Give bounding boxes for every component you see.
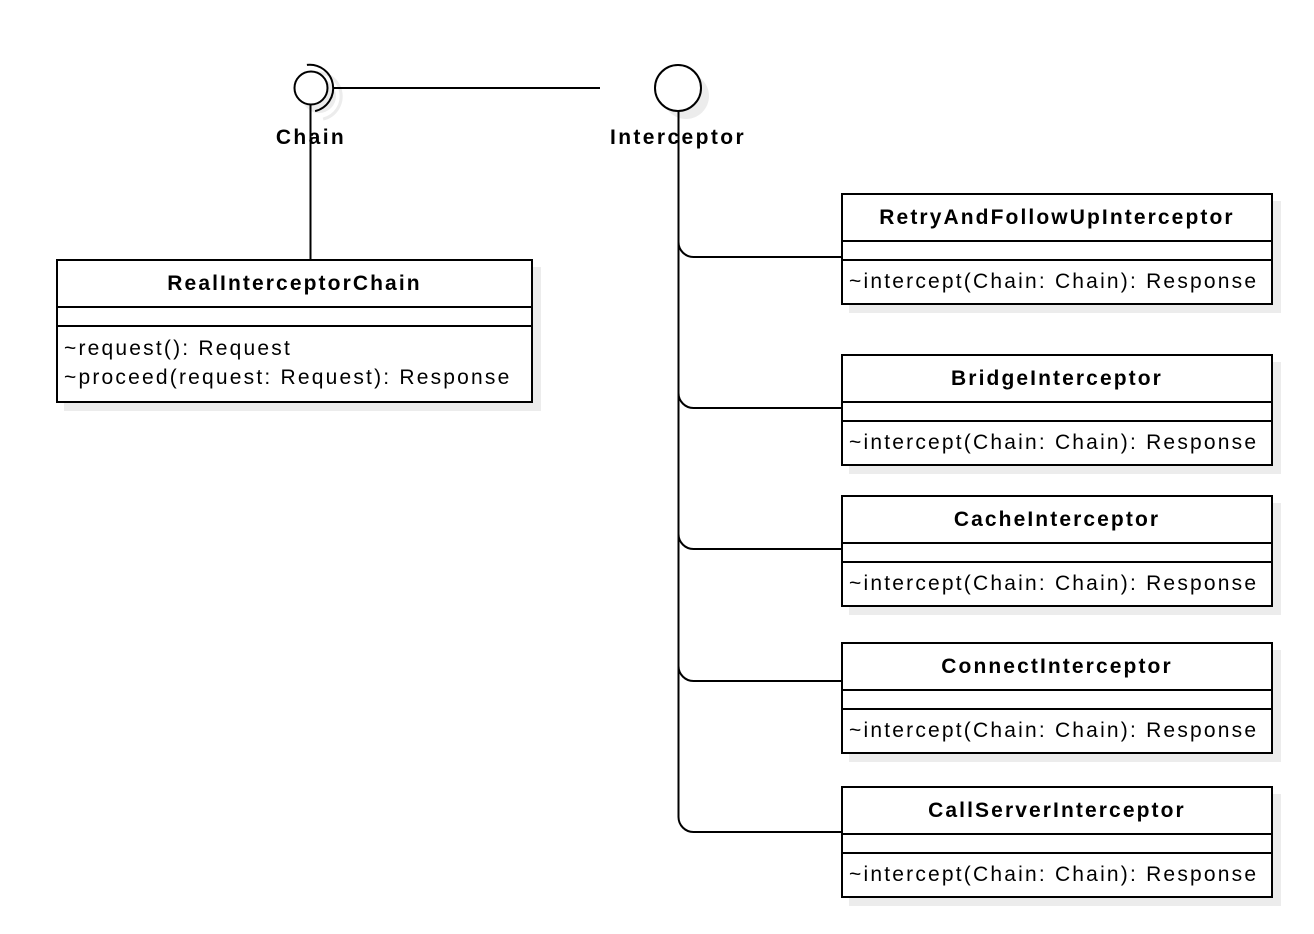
class-title: CallServerInterceptor: [843, 788, 1271, 835]
class-title: RetryAndFollowUpInterceptor: [843, 195, 1271, 242]
class-method: ~intercept(Chain: Chain): Response: [849, 571, 1259, 595]
class-method: ~intercept(Chain: Chain): Response: [849, 430, 1259, 454]
class-attributes-compartment: [843, 691, 1271, 710]
chain-interface-socket-shadow: [314, 71, 343, 121]
class-attributes-compartment: [843, 544, 1271, 563]
class-title: RealInterceptorChain: [58, 261, 531, 308]
class-method: ~proceed(request: Request): Response: [64, 366, 512, 389]
class-attributes-compartment: [843, 242, 1271, 261]
class-method: ~intercept(Chain: Chain): Response: [849, 718, 1259, 742]
class-box-callserverinterceptor: CallServerInterceptor ~intercept(Chain: …: [841, 786, 1273, 898]
class-method: ~intercept(Chain: Chain): Response: [849, 862, 1259, 886]
class-attributes-compartment: [843, 835, 1271, 854]
class-attributes-compartment: [58, 308, 531, 327]
class-method: ~intercept(Chain: Chain): Response: [849, 269, 1259, 293]
chain-interface-socket: [306, 63, 335, 113]
class-method: ~request(): Request: [64, 337, 292, 360]
class-box-realinterceptorchain: RealInterceptorChain ~request(): Request…: [56, 259, 533, 403]
class-title: BridgeInterceptor: [843, 356, 1271, 403]
class-title: ConnectInterceptor: [843, 644, 1271, 691]
class-box-bridgeinterceptor: BridgeInterceptor ~intercept(Chain: Chai…: [841, 354, 1273, 466]
class-methods-compartment: ~intercept(Chain: Chain): Response: [843, 710, 1271, 750]
class-box-cacheinterceptor: CacheInterceptor ~intercept(Chain: Chain…: [841, 495, 1273, 607]
interface-label-chain: Chain: [275, 126, 347, 149]
interface-label-interceptor: Interceptor: [609, 126, 747, 149]
branch-edge-connectinterceptor: [677, 665, 841, 682]
class-methods-compartment: ~request(): Request ~proceed(request: Re…: [58, 327, 531, 397]
class-attributes-compartment: [843, 403, 1271, 422]
branch-edge-cacheinterceptor: [677, 533, 841, 550]
class-methods-compartment: ~intercept(Chain: Chain): Response: [843, 422, 1271, 462]
class-title: CacheInterceptor: [843, 497, 1271, 544]
class-box-connectinterceptor: ConnectInterceptor ~intercept(Chain: Cha…: [841, 642, 1273, 754]
interceptor-interface-ball: [654, 64, 702, 112]
branch-edge-callserverinterceptor: [677, 816, 841, 833]
chain-interface-ball: [293, 70, 329, 106]
class-methods-compartment: ~intercept(Chain: Chain): Response: [843, 261, 1271, 301]
class-methods-compartment: ~intercept(Chain: Chain): Response: [843, 563, 1271, 603]
branch-edge-bridgeinterceptor: [677, 392, 841, 409]
class-methods-compartment: ~intercept(Chain: Chain): Response: [843, 854, 1271, 894]
class-box-retryandfollowupinterceptor: RetryAndFollowUpInterceptor ~intercept(C…: [841, 193, 1273, 305]
branch-edge-retryandfollowupinterceptor: [677, 241, 841, 258]
